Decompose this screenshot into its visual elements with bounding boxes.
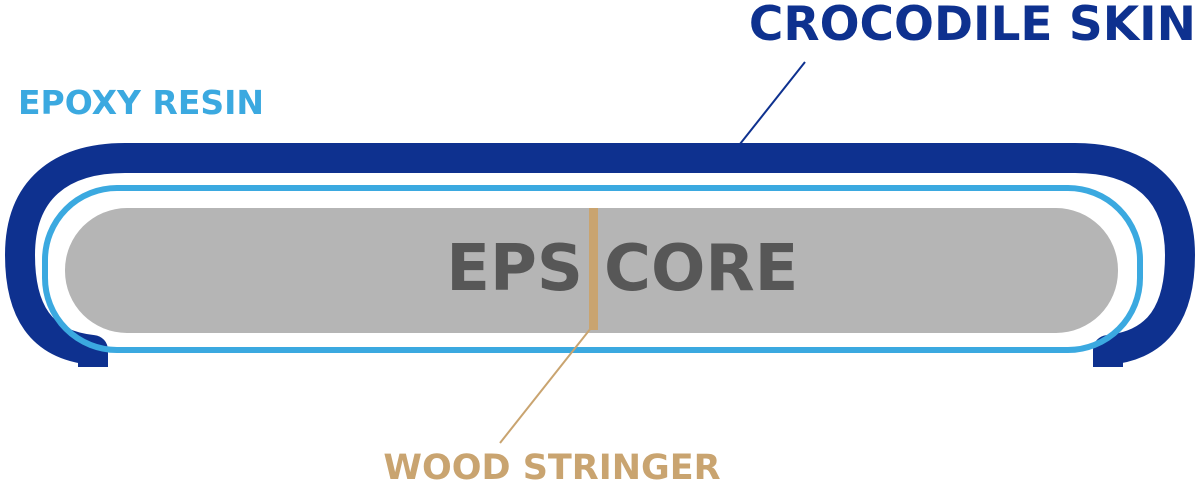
core-label-left: EPS	[446, 232, 583, 306]
crocodile-skin-leader	[739, 61, 806, 145]
wood-stringer-label: WOOD STRINGER	[383, 448, 720, 481]
wood-stringer-leader	[499, 327, 592, 444]
core-label-right: CORE	[604, 232, 798, 306]
crocodile-skin-shell	[5, 143, 1195, 367]
crocodile-skin-label: CROCODILE SKIN	[749, 0, 1196, 52]
wood-stringer-bar	[589, 208, 598, 330]
epoxy-resin-layer	[42, 185, 1143, 353]
epoxy-resin-label: EPOXY RESIN	[18, 83, 264, 122]
